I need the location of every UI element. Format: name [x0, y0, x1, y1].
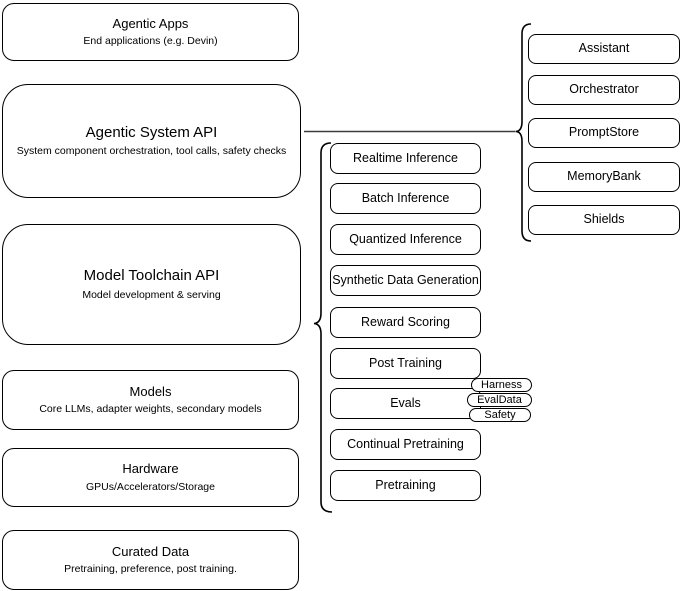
layer-subtitle: Pretraining, preference, post training. — [64, 563, 237, 576]
layer-title: Hardware — [122, 461, 179, 477]
service-label: Batch Inference — [361, 190, 450, 205]
layer-box-curated-data: Curated Data Pretraining, preference, po… — [2, 530, 299, 590]
component-box-shields: Shields — [528, 205, 680, 235]
service-box-evals: Evals — [330, 388, 481, 419]
service-box-realtime-inference: Realtime Inference — [330, 143, 481, 174]
middle-group-brace — [313, 142, 333, 513]
service-label: Evals — [390, 395, 421, 410]
evals-tag-harness: Harness — [471, 378, 532, 392]
service-label: Pretraining — [375, 477, 436, 492]
service-box-post-training: Post Training — [330, 348, 481, 379]
service-box-synthetic-data-generation: Synthetic Data Generation — [330, 265, 481, 296]
layer-title: Models — [129, 383, 172, 399]
layer-subtitle: Model development & serving — [82, 288, 221, 301]
component-label: Orchestrator — [569, 82, 639, 97]
component-label: PromptStore — [568, 125, 640, 140]
component-label: MemoryBank — [567, 169, 641, 184]
layer-subtitle: End applications (e.g. Devin) — [83, 35, 218, 48]
component-label: Shields — [583, 212, 625, 227]
component-box-assistant: Assistant — [528, 34, 680, 64]
service-box-pretraining: Pretraining — [330, 470, 481, 501]
evals-tag-evaldata: EvalData — [467, 393, 532, 407]
service-label: Reward Scoring — [361, 314, 450, 329]
layer-box-agentic-system-api: Agentic System API System component orch… — [2, 84, 301, 198]
service-label: Continual Pretraining — [347, 436, 464, 451]
component-box-orchestrator: Orchestrator — [528, 75, 680, 105]
layer-title: Agentic Apps — [112, 15, 189, 31]
layer-box-model-toolchain-api: Model Toolchain API Model development & … — [2, 224, 301, 345]
layer-subtitle: System component orchestration, tool cal… — [16, 145, 287, 158]
service-box-quantized-inference: Quantized Inference — [330, 224, 481, 255]
evals-tag-safety: Safety — [469, 408, 531, 422]
component-box-promptstore: PromptStore — [528, 118, 680, 148]
layer-title: Agentic System API — [85, 123, 218, 141]
service-label: Synthetic Data Generation — [332, 272, 479, 287]
service-box-reward-scoring: Reward Scoring — [330, 307, 481, 338]
service-label: Quantized Inference — [349, 231, 462, 246]
service-label: Post Training — [369, 355, 442, 370]
component-box-memorybank: MemoryBank — [528, 162, 680, 192]
layer-title: Model Toolchain API — [83, 267, 220, 285]
service-label: Realtime Inference — [353, 150, 458, 165]
layer-box-agentic-apps: Agentic Apps End applications (e.g. Devi… — [2, 3, 299, 61]
layer-box-hardware: Hardware GPUs/Accelerators/Storage — [2, 448, 299, 507]
right-group-brace — [515, 23, 532, 242]
layer-subtitle: Core LLMs, adapter weights, secondary mo… — [39, 403, 262, 416]
service-box-continual-pretraining: Continual Pretraining — [330, 429, 481, 460]
layer-subtitle: GPUs/Accelerators/Storage — [86, 480, 215, 493]
layer-box-models: Models Core LLMs, adapter weights, secon… — [2, 370, 299, 430]
component-label: Assistant — [578, 41, 630, 56]
layer-title: Curated Data — [111, 543, 190, 559]
service-box-batch-inference: Batch Inference — [330, 183, 481, 214]
